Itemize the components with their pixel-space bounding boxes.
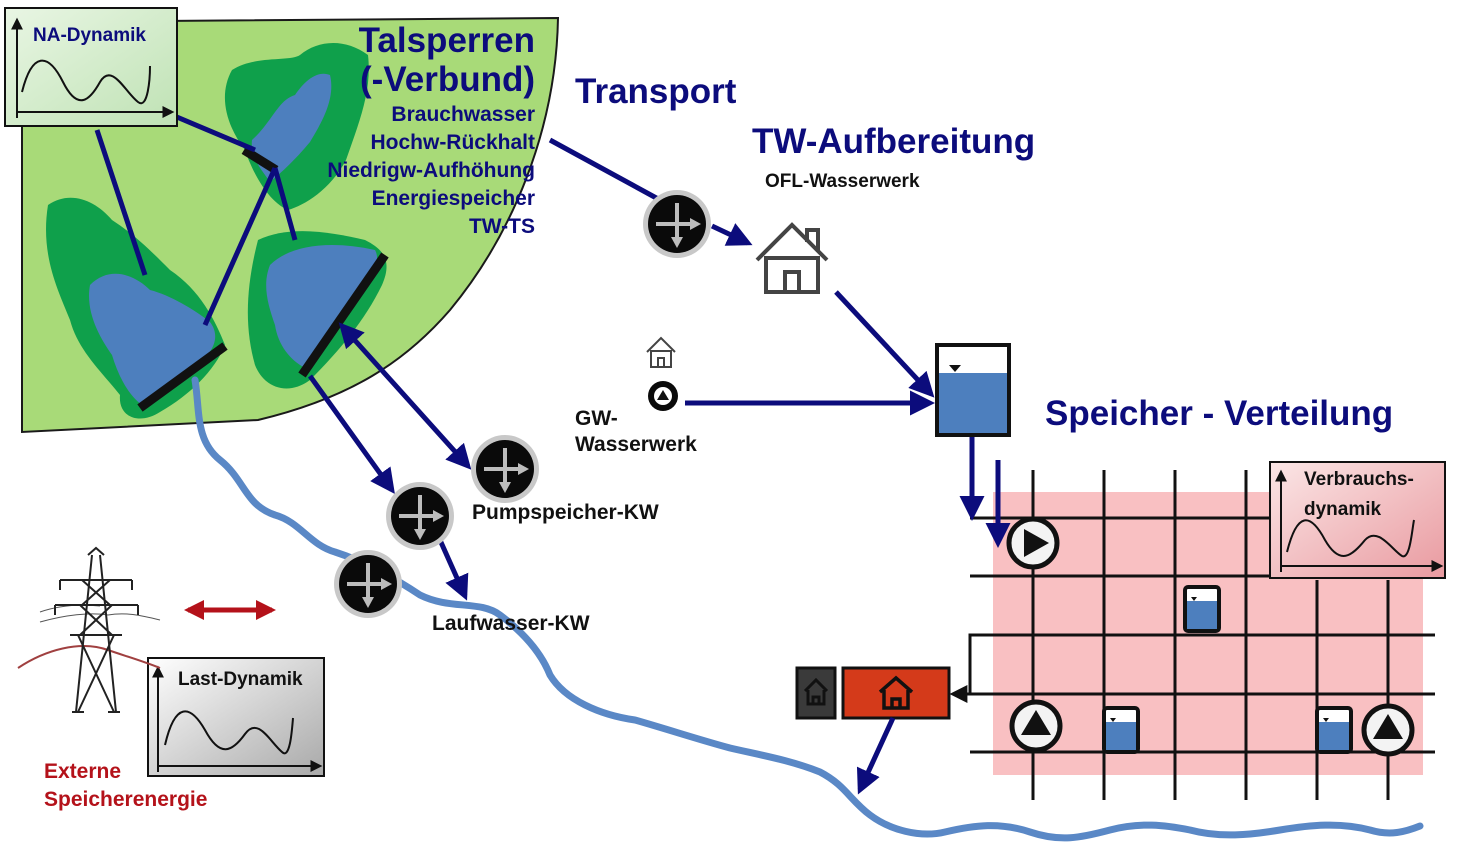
gw-pump-icon (648, 381, 678, 411)
dam-wall (298, 252, 389, 378)
effluent-arrow (856, 716, 896, 795)
last-dynamik-chart (147, 657, 325, 777)
turbine-inflow-arrow (307, 374, 395, 495)
right-reservoir (266, 245, 378, 368)
turbine-outflow-arrow (437, 538, 469, 601)
verbrauchs-dynamik-chart (1269, 461, 1446, 579)
pumpspeicher-kw-label: Pumpspeicher-KW (472, 501, 659, 524)
transport-pump-icon (641, 188, 713, 260)
transport-label: Transport (575, 72, 737, 111)
last-dynamik-title: Last-Dynamik (178, 669, 303, 690)
reservoir-link (272, 167, 298, 241)
turbine-icon (384, 480, 456, 552)
verbund-title: (-Verbund) (360, 60, 535, 99)
ofl-wasserwerk-house-icon (755, 222, 829, 294)
network-tank-icon (1102, 706, 1140, 754)
treated-water-arrow (834, 290, 935, 398)
speicher-verteilung-label: Speicher - Verteilung (1045, 394, 1394, 433)
network-pump-icon (1006, 516, 1060, 570)
wastewater-plant-small-icon (795, 666, 837, 720)
transport-pipe (548, 137, 662, 203)
wastewater-plant-icon (841, 666, 951, 720)
transport-arrow (710, 223, 753, 246)
na-dynamik-chart (4, 7, 178, 127)
tw-aufbereitung-label: TW-Aufbereitung (752, 122, 1036, 161)
pumped-storage-turbine-icon (469, 433, 541, 505)
dam-wall (137, 342, 228, 412)
dam-wall (241, 146, 279, 174)
verbrauchs-dynamik-title-1: Verbrauchs- (1304, 469, 1414, 490)
river (191, 376, 1424, 842)
use-tw-ts: TW-TS (468, 215, 535, 238)
laufwasser-kw-label: Laufwasser-KW (432, 612, 590, 635)
reservoir-link (202, 166, 278, 327)
gw-label-line2: Wasserwerk (575, 433, 697, 456)
verbrauchs-dynamik-title-2: dynamik (1304, 499, 1382, 520)
ofl-wasserwerk-label: OFL-Wasserwerk (765, 171, 920, 192)
network-tank-icon (1315, 706, 1353, 754)
use-niedrigwasser-aufhoehung: Niedrigw-Aufhöhung (327, 159, 535, 182)
externe-label-line1: Externe (44, 760, 122, 783)
reservoir-link (94, 129, 148, 276)
externe-label-line2: Speicherenergie (44, 788, 208, 811)
run-of-river-turbine-icon (332, 548, 404, 620)
pumped-storage-double-arrow (338, 322, 472, 470)
network-pump-icon (1361, 703, 1415, 757)
na-dynamik-title: NA-Dynamik (33, 25, 146, 46)
power-pylon-icon (17, 546, 161, 713)
use-brauchwasser: Brauchwasser (391, 103, 535, 126)
talsperren-title: Talsperren (358, 21, 535, 60)
gw-label-line1: GW- (575, 407, 618, 430)
storage-tank-icon (935, 343, 1011, 437)
use-energiespeicher: Energiespeicher (371, 187, 535, 210)
network-tank-icon (1183, 585, 1221, 633)
use-hochwasser-rueckhalt: Hochw-Rückhalt (370, 131, 535, 154)
gw-wasserwerk-house-icon (646, 336, 676, 368)
network-pump-icon (1009, 699, 1063, 753)
upper-reservoir (251, 73, 332, 182)
reservoir-link (164, 109, 256, 153)
